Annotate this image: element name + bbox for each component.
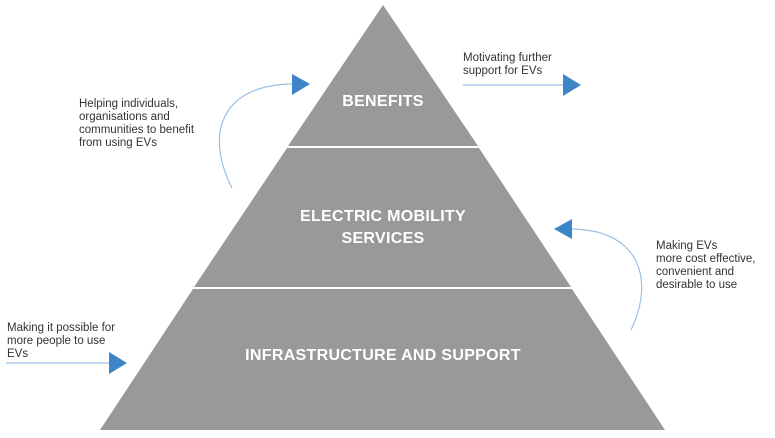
level-label-services: ELECTRIC MOBILITY SERVICES [300,208,466,247]
note-top-right: Motivating further support for EVs [463,52,552,77]
note-top-left: Helping individuals, organisations and c… [79,98,195,149]
arrowhead-icon [292,74,310,95]
note-middle-right: Making EVs more cost effective, convenie… [656,240,756,291]
note-bottom-left: Making it possible for more people to us… [7,322,116,360]
arrowhead-icon [563,74,581,96]
curved-arrow-left [218,83,293,189]
arrowhead-icon [554,219,572,239]
curved-arrow-right [571,228,643,331]
level-label-infrastructure: INFRASTRUCTURE AND SUPPORT [245,347,521,364]
level-label-benefits: BENEFITS [342,93,424,110]
arrowhead-icon [109,352,127,374]
pyramid-level-services [194,148,571,287]
pyramid-level-benefits [288,5,478,146]
pyramid-level-infrastructure [100,289,665,430]
